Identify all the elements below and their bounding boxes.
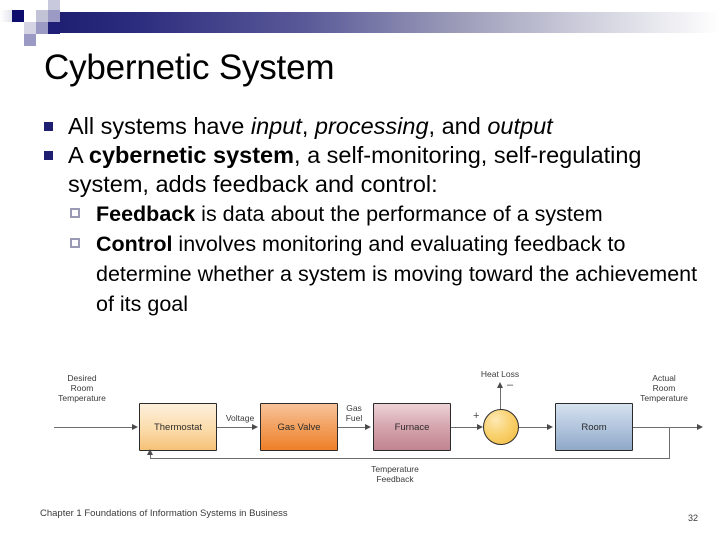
deco-square-7 — [24, 22, 36, 34]
label-desired-room-temperature: Desired Room Temperature — [58, 373, 106, 403]
sign-plus: + — [473, 410, 480, 422]
deco-square-4 — [36, 10, 48, 22]
line-output — [633, 427, 699, 428]
arrow-input — [132, 423, 138, 430]
arrow-feedback-into-thermostat — [147, 449, 153, 455]
arrow-furnace-to-junction — [477, 423, 483, 430]
feedback-line-vertical-right — [669, 427, 670, 458]
sub-bullet-text-control: Control involves monitoring and evaluati… — [96, 232, 698, 316]
hollow-square-bullet-icon — [70, 238, 80, 248]
arrow-junction-to-room — [547, 423, 553, 430]
deco-square-11 — [0, 10, 8, 22]
bullet-item-2: A cybernetic system, a self-monitoring, … — [38, 141, 710, 199]
arrow-gas-fuel — [365, 423, 371, 430]
diagram-box-room-label: Room — [581, 421, 607, 433]
bullet-item-1: All systems have input, processing, and … — [38, 112, 710, 141]
deco-square-8 — [36, 22, 48, 34]
sub-bullet-text-feedback: Feedback is data about the performance o… — [96, 202, 603, 226]
header-decoration — [0, 0, 720, 46]
label-gas-fuel: Gas Fuel — [345, 403, 363, 423]
diagram-box-gas-valve: Gas Valve — [260, 403, 338, 451]
line-input — [54, 427, 134, 428]
diagram-box-furnace-label: Furnace — [394, 421, 430, 433]
page-number: 32 — [688, 513, 699, 523]
hollow-square-bullet-icon — [70, 208, 80, 218]
deco-square-3 — [24, 10, 36, 22]
deco-square-10 — [24, 34, 36, 46]
diagram-box-thermostat-label: Thermostat — [153, 421, 203, 433]
bullet-text-2: A cybernetic system, a self-monitoring, … — [68, 142, 642, 197]
line-heat-loss — [500, 387, 501, 411]
line-furnace-to-junction — [451, 427, 479, 428]
diagram-box-thermostat: Thermostat — [139, 403, 217, 451]
diagram-box-gas-valve-label: Gas Valve — [277, 421, 321, 433]
deco-square-5 — [48, 0, 60, 12]
deco-square-9 — [48, 22, 60, 34]
label-actual-room-temperature: Actual Room Temperature — [640, 373, 688, 403]
arrow-heat-loss — [497, 382, 503, 388]
bullet-text-1: All systems have input, processing, and … — [68, 113, 553, 139]
feedback-line-horizontal — [150, 458, 670, 459]
footer-chapter-text: Chapter 1 Foundations of Information Sys… — [40, 508, 288, 519]
cybernetic-system-diagram: Desired Room Temperature Thermostat Volt… — [28, 365, 712, 495]
label-temperature-feedback: Temperature Feedback — [371, 464, 419, 484]
header-gradient-bar — [54, 12, 720, 33]
sign-minus: – — [507, 379, 514, 391]
slide-title: Cybernetic System — [44, 48, 335, 87]
deco-square-2 — [12, 10, 24, 22]
bullet-list: All systems have input, processing, and … — [38, 112, 710, 319]
feedback-line-riser-left — [150, 451, 151, 459]
sub-bullet-item-control: Control involves monitoring and evaluati… — [38, 229, 710, 319]
label-voltage: Voltage — [225, 413, 255, 423]
filled-square-bullet-icon — [44, 122, 53, 131]
summing-junction-node — [483, 409, 519, 445]
filled-square-bullet-icon — [44, 151, 53, 160]
arrow-voltage — [252, 423, 258, 430]
line-junction-to-room — [519, 427, 549, 428]
diagram-box-room: Room — [555, 403, 633, 451]
label-heat-loss: Heat Loss — [480, 369, 520, 379]
arrow-output — [697, 423, 703, 430]
line-voltage — [217, 427, 254, 428]
sub-bullet-item-feedback: Feedback is data about the performance o… — [38, 199, 710, 229]
line-gas-fuel — [338, 427, 367, 428]
diagram-box-furnace: Furnace — [373, 403, 451, 451]
deco-square-6 — [48, 10, 60, 22]
